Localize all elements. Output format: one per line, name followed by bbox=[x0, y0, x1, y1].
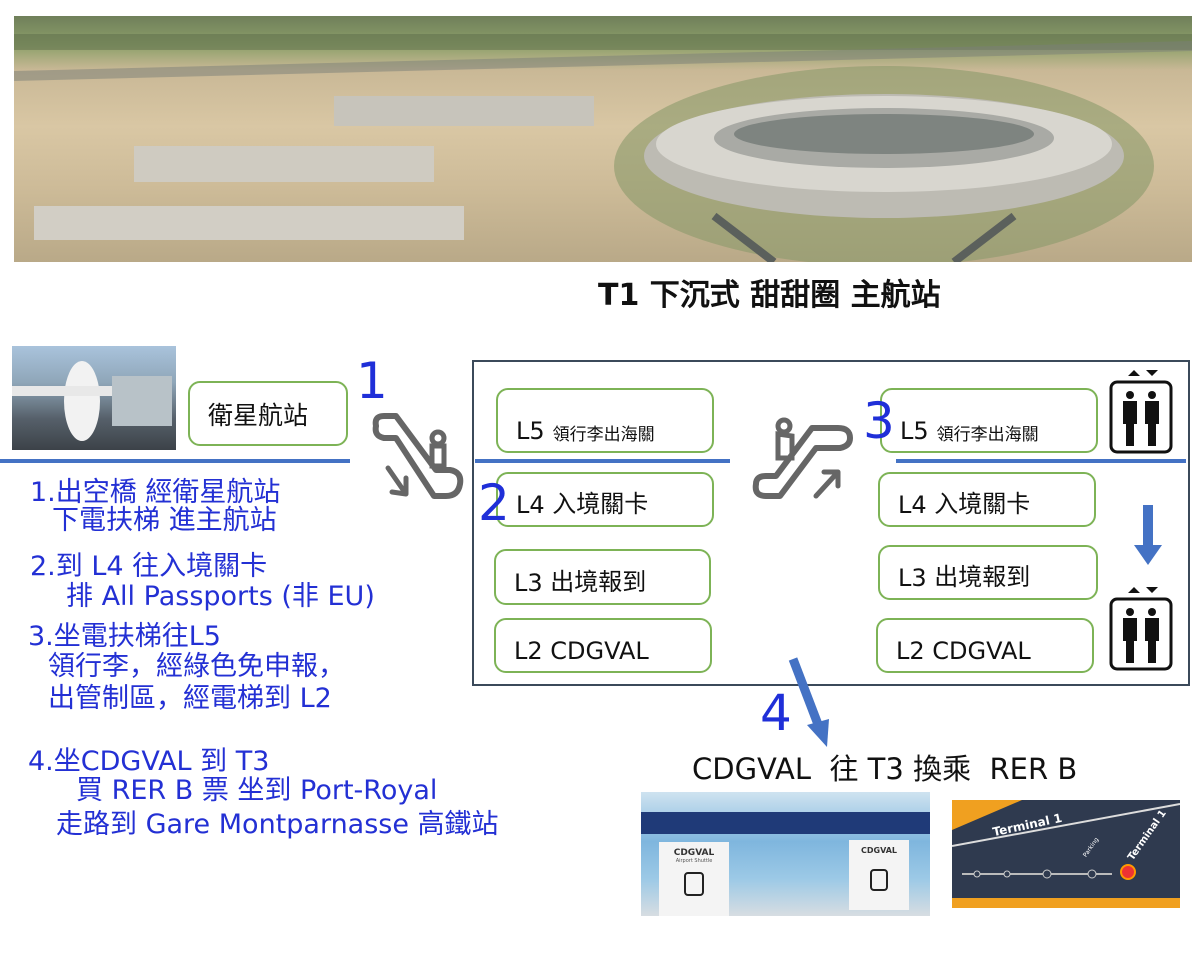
level-code: L4 bbox=[516, 491, 545, 519]
transfer-arrow-icon bbox=[785, 655, 840, 750]
level-code: L5 bbox=[900, 417, 929, 445]
instruction-3-line-3: 出管制區，經電梯到 L2 bbox=[48, 683, 332, 714]
level-desc: 領行李出海關 bbox=[936, 425, 1039, 445]
satellite-terminal-label: 衛星航站 bbox=[208, 400, 309, 430]
level-desc: 入境關卡 bbox=[934, 490, 1031, 518]
right-level-l5: L5 領行李出海關 bbox=[880, 388, 1098, 453]
level-line-l5-left bbox=[475, 459, 730, 463]
elevator-icon-bottom bbox=[1106, 585, 1176, 673]
down-arrow-icon bbox=[1134, 505, 1162, 567]
level-line-satellite bbox=[0, 459, 350, 463]
left-level-l5: L5 領行李出海關 bbox=[496, 388, 714, 453]
instruction-4-line-1: 4.坐CDGVAL 到 T3 bbox=[28, 746, 270, 777]
instruction-1-line-1: 1.出空橋 經衛星航站 bbox=[30, 477, 281, 508]
cdgval-sign-sub: Airport Shuttle bbox=[675, 858, 713, 864]
step-number-2: 2 bbox=[478, 474, 510, 532]
escalator-up-icon bbox=[750, 414, 856, 504]
instruction-2-line-2: 排 All Passports (非 EU) bbox=[66, 581, 375, 612]
terminal-1-sign-photo: Terminal 1 Terminal 1 Parking bbox=[952, 800, 1180, 908]
step-number-1: 1 bbox=[356, 352, 388, 410]
step-number-3: 3 bbox=[863, 392, 895, 450]
level-code: L2 bbox=[514, 637, 543, 665]
level-desc: 入境關卡 bbox=[552, 490, 649, 518]
cdgval-station-photo: CDGVAL Airport Shuttle CDGVAL bbox=[641, 792, 930, 916]
right-level-l3: L3 出境報到 bbox=[878, 545, 1098, 600]
jet-bridge-photo bbox=[12, 346, 176, 450]
left-level-l3: L3 出境報到 bbox=[494, 549, 711, 605]
instruction-3-line-2: 領行李，經綠色免申報， bbox=[48, 651, 345, 682]
step-number-4: 4 bbox=[760, 684, 792, 742]
instruction-4-line-2: 買 RER B 票 坐到 Port-Royal bbox=[76, 775, 438, 806]
level-code: L2 bbox=[896, 637, 925, 665]
level-code: L4 bbox=[898, 491, 927, 519]
cdgval-sign-text: CDGVAL bbox=[673, 848, 715, 858]
elevator-icon-top bbox=[1106, 368, 1176, 456]
instruction-4-line-3: 走路到 Gare Montparnasse 高鐵站 bbox=[56, 809, 499, 840]
instruction-2-line-1: 2.到 L4 往入境關卡 bbox=[30, 551, 268, 582]
transfer-caption: CDGVAL 往 T3 換乘 RER B bbox=[692, 752, 1078, 786]
level-desc: CDGVAL bbox=[932, 637, 1031, 665]
instruction-1-line-2: 下電扶梯 進主航站 bbox=[52, 505, 277, 536]
left-level-l4: L4 入境關卡 bbox=[496, 472, 714, 527]
instruction-3-line-1: 3.坐電扶梯往L5 bbox=[28, 621, 221, 652]
cdgval-sign-text-right: CDGVAL bbox=[860, 846, 897, 855]
left-level-l2: L2 CDGVAL bbox=[494, 618, 712, 673]
level-code: L5 bbox=[516, 417, 545, 445]
satellite-terminal-box: 衛星航站 bbox=[188, 381, 348, 446]
level-desc: CDGVAL bbox=[550, 637, 649, 665]
level-line-l5-right bbox=[896, 459, 1186, 463]
level-desc: 領行李出海關 bbox=[552, 425, 655, 445]
escalator-down-icon bbox=[366, 408, 466, 504]
level-code: L3 bbox=[514, 569, 543, 597]
level-desc: 出境報到 bbox=[934, 563, 1031, 591]
aerial-photo-terminal-1 bbox=[14, 16, 1192, 262]
right-level-l4: L4 入境關卡 bbox=[878, 472, 1096, 527]
level-desc: 出境報到 bbox=[550, 568, 647, 596]
right-level-l2: L2 CDGVAL bbox=[876, 618, 1094, 673]
page-title: T1 下沉式 甜甜圈 主航站 bbox=[598, 278, 941, 313]
level-code: L3 bbox=[898, 564, 927, 592]
main-terminal-frame bbox=[472, 360, 1190, 686]
